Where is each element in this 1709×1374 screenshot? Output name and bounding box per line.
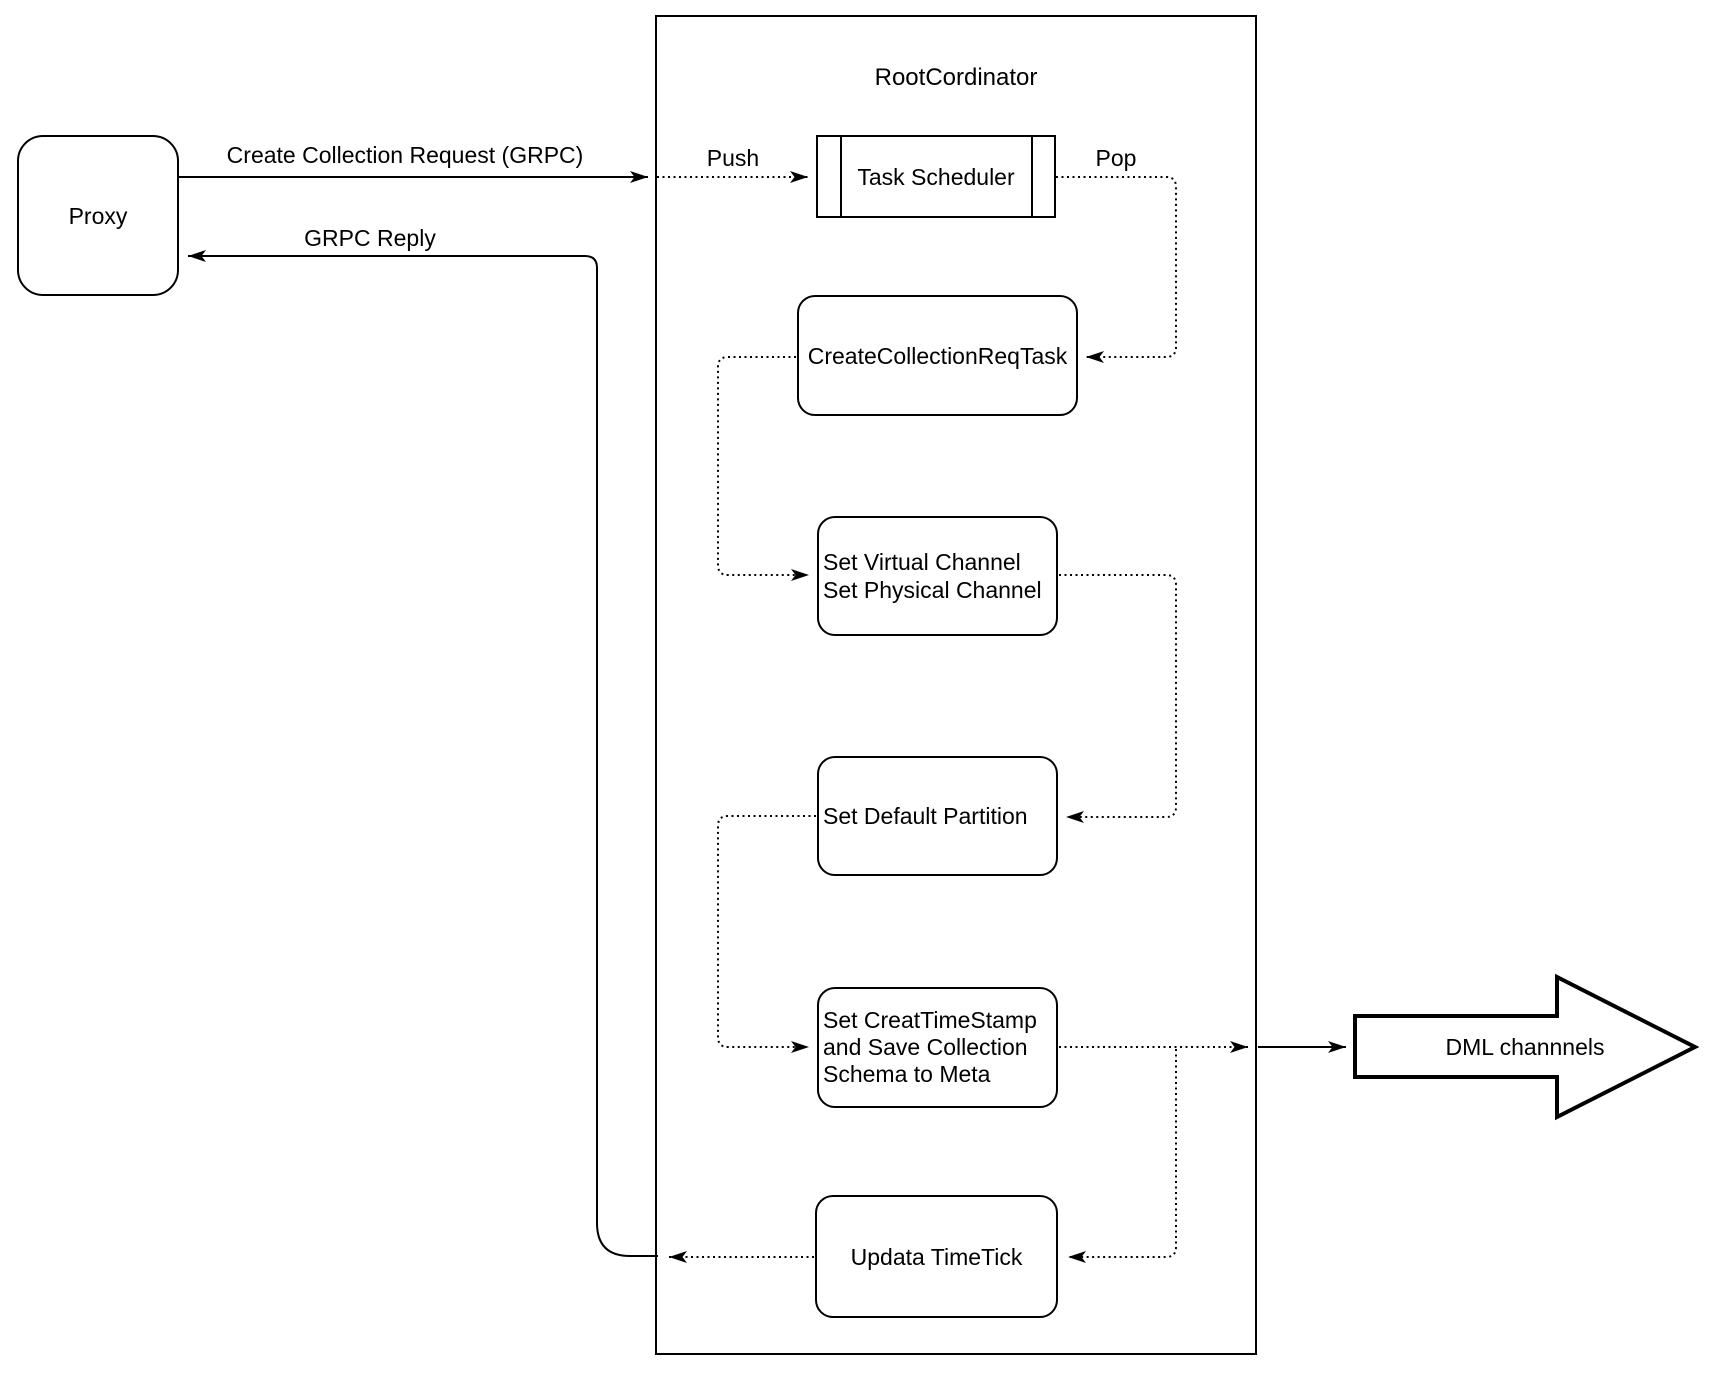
task-scheduler-label: Task Scheduler: [857, 163, 1015, 190]
set-timestamp-node: Set CreatTimeStamp and Save Collection S…: [817, 987, 1058, 1108]
edge-reqtask-to-channels: [717, 356, 809, 581]
edge-timestamp-to-timetick: [1068, 1049, 1177, 1263]
edge-partition-to-timestamp: [717, 815, 816, 1053]
edge-grpc-reply: [188, 250, 658, 1257]
task-scheduler-node: Task Scheduler: [816, 135, 1056, 218]
set-timestamp-line1: Set CreatTimeStamp: [823, 1007, 1037, 1033]
pop-label: Pop: [1078, 145, 1154, 171]
set-timestamp-line3: Schema to Meta: [823, 1061, 991, 1087]
proxy-node: Proxy: [17, 135, 179, 296]
proxy-label: Proxy: [68, 202, 128, 229]
root-coordinator-title: RootCordinator: [874, 64, 1038, 91]
task-scheduler-left-bar: [840, 137, 842, 216]
update-timetick-node: Updata TimeTick: [815, 1195, 1058, 1318]
set-default-partition-label: Set Default Partition: [823, 803, 1028, 829]
edge-pop: [1056, 176, 1177, 363]
root-coordinator-container: [655, 15, 1257, 1355]
update-timetick-label: Updata TimeTick: [850, 1243, 1023, 1270]
create-request-label: Create Collection Request (GRPC): [205, 142, 605, 168]
set-channels-line1: Set Virtual Channel: [823, 549, 1021, 575]
push-label: Push: [695, 145, 771, 171]
create-collection-req-task-label: CreateCollectionReqTask: [807, 342, 1068, 369]
set-default-partition-node: Set Default Partition: [817, 756, 1058, 876]
task-scheduler-right-bar: [1031, 137, 1033, 216]
set-timestamp-line2: and Save Collection: [823, 1034, 1028, 1060]
dml-channels-label: DML channnels: [1445, 1034, 1605, 1060]
create-collection-req-task-node: CreateCollectionReqTask: [797, 295, 1078, 416]
set-channels-line2: Set Physical Channel: [823, 577, 1042, 603]
set-channels-node: Set Virtual Channel Set Physical Channel: [817, 516, 1058, 636]
edge-channels-to-partition: [1059, 574, 1177, 823]
grpc-reply-label: GRPC Reply: [270, 225, 470, 251]
dml-channels-arrow-shape: [1353, 973, 1700, 1121]
